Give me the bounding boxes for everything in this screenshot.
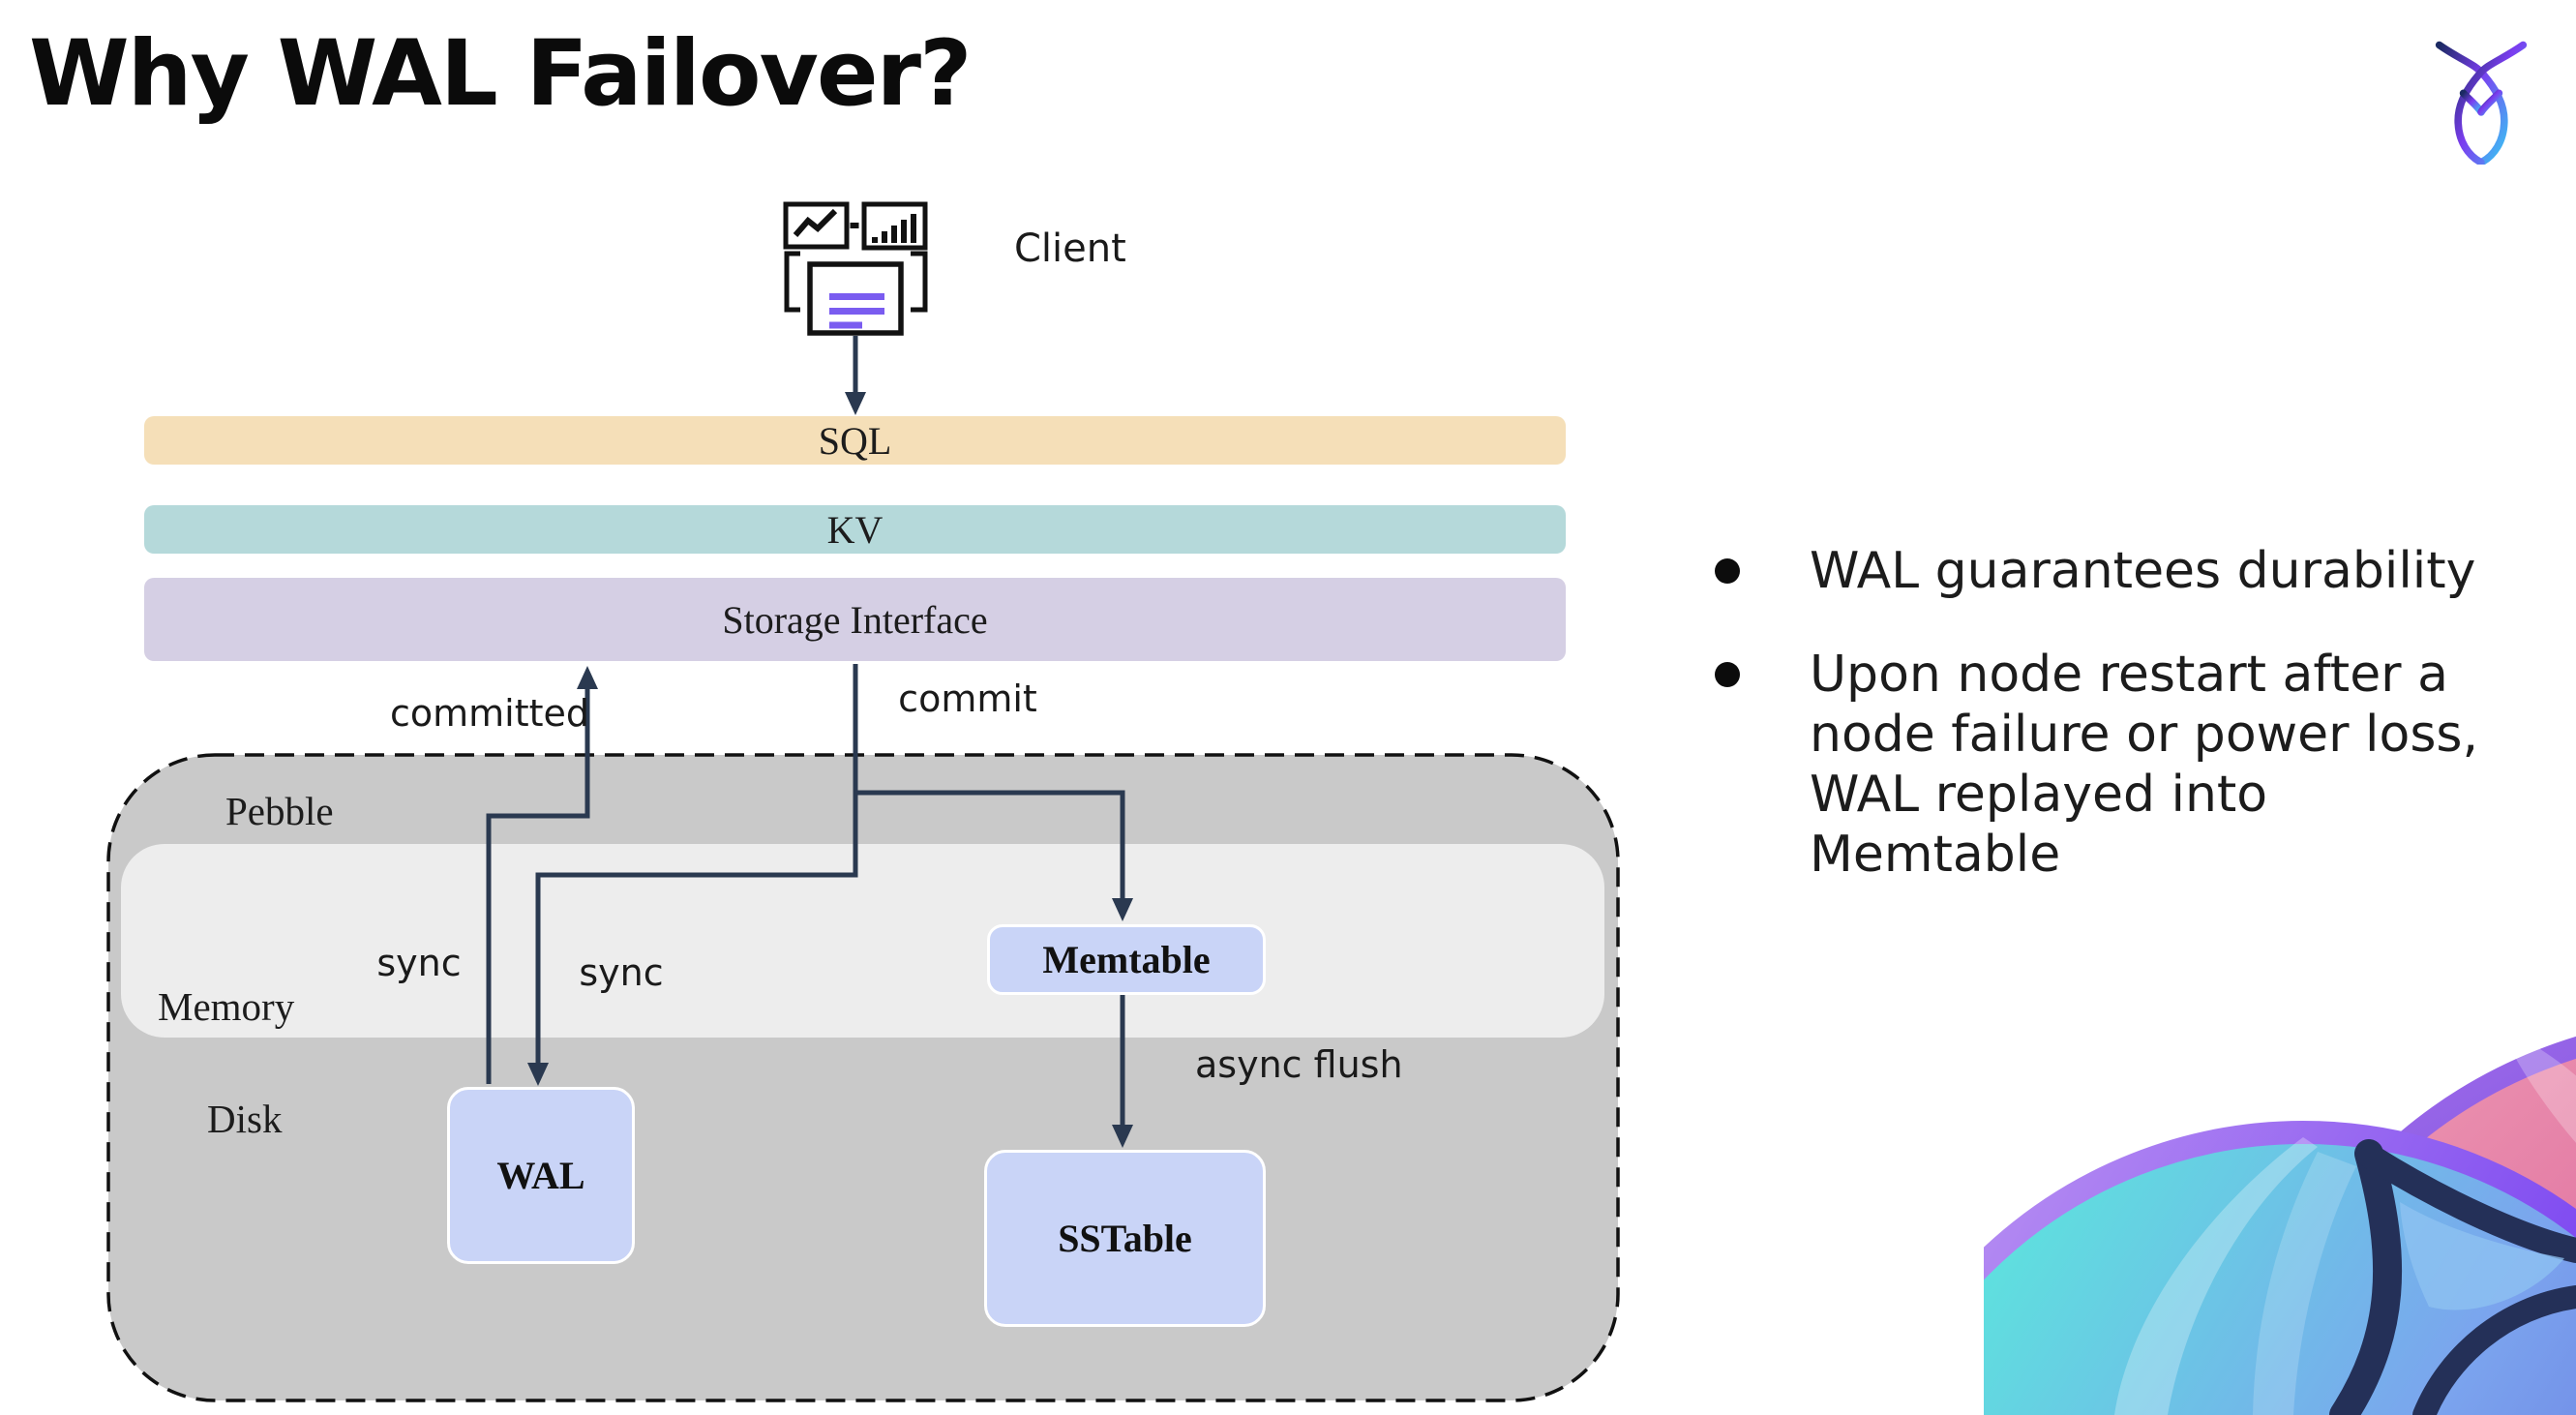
- bullet-text: WAL guarantees durability: [1810, 541, 2475, 601]
- right-bracket-icon: [911, 251, 928, 313]
- wal-box: WAL: [447, 1087, 635, 1264]
- memtable-box: Memtable: [987, 924, 1266, 995]
- bullet-item: WAL guarantees durability: [1715, 541, 2518, 601]
- bullet-dot-icon: [1715, 558, 1740, 584]
- pebble-label: Pebble: [225, 789, 334, 833]
- bullet-text: Upon node restart after a node failure o…: [1810, 645, 2518, 885]
- sql-label: SQL: [818, 418, 892, 463]
- bar-chart-icon: [861, 201, 928, 251]
- arrowhead-committed: [577, 666, 598, 689]
- cockroachdb-logo-icon: [2435, 41, 2528, 165]
- document-icon: [807, 261, 904, 336]
- bullet-list: WAL guarantees durability Upon node rest…: [1715, 541, 2518, 885]
- kv-label: KV: [826, 507, 884, 552]
- brand-sphere-graphic: [1984, 1037, 2576, 1415]
- logo-y-right: [2477, 89, 2503, 116]
- roach-dark-curves: [2329, 1139, 2576, 1415]
- commit-edge-label: commit: [898, 677, 1037, 720]
- bullet-item: Upon node restart after a node failure o…: [1715, 645, 2518, 885]
- kv-layer-bar: KV: [144, 505, 1566, 554]
- memtable-label: Memtable: [1042, 938, 1211, 981]
- bullet-dot-icon: [1715, 662, 1740, 687]
- sql-layer-bar: SQL: [144, 416, 1566, 465]
- sstable-box: SSTable: [984, 1150, 1266, 1327]
- arrowhead-commit-memtable: [1112, 898, 1133, 921]
- line-chart-icon: [783, 201, 850, 250]
- sync-right-edge-label: sync: [579, 951, 664, 994]
- left-bracket-icon: [784, 251, 800, 313]
- bullet-line: Upon node restart after a: [1810, 646, 2448, 704]
- committed-edge-label: committed: [389, 692, 590, 735]
- bullet-line: node failure or power loss,: [1810, 706, 2479, 764]
- bullet-line: WAL replayed into Memtable: [1810, 766, 2268, 884]
- pink-highlight: [2511, 1040, 2576, 1143]
- memory-label: Memory: [158, 984, 295, 1029]
- arrowhead-async-flush: [1112, 1125, 1133, 1148]
- blue-wedge-1: [2114, 1137, 2318, 1415]
- client-workstation-icon: [783, 201, 928, 336]
- arrowhead-sync-wal: [527, 1063, 549, 1086]
- bullet-line: WAL guarantees durability: [1810, 542, 2476, 600]
- blue-wedge-2: [2253, 1152, 2356, 1415]
- client-label: Client: [1014, 226, 1126, 271]
- memory-band: [121, 844, 1604, 1038]
- sync-left-edge-label: sync: [376, 942, 462, 984]
- wal-label: WAL: [496, 1154, 585, 1197]
- disk-label: Disk: [207, 1097, 283, 1141]
- storage-label: Storage Interface: [722, 597, 988, 642]
- logo-y-left: [2459, 89, 2485, 116]
- arrow-committed: [486, 689, 590, 1084]
- async-flush-edge-label: async flush: [1195, 1043, 1403, 1086]
- storage-layer-bar: Storage Interface: [144, 578, 1566, 661]
- arrowhead-client-sql: [845, 392, 866, 415]
- page-title: Why WAL Failover?: [29, 21, 973, 127]
- sstable-label: SSTable: [1058, 1217, 1192, 1260]
- dash-icon: [850, 223, 859, 228]
- leaf-light-blue: [2400, 1202, 2564, 1310]
- arrow-commit-to-memtable: [855, 790, 1125, 898]
